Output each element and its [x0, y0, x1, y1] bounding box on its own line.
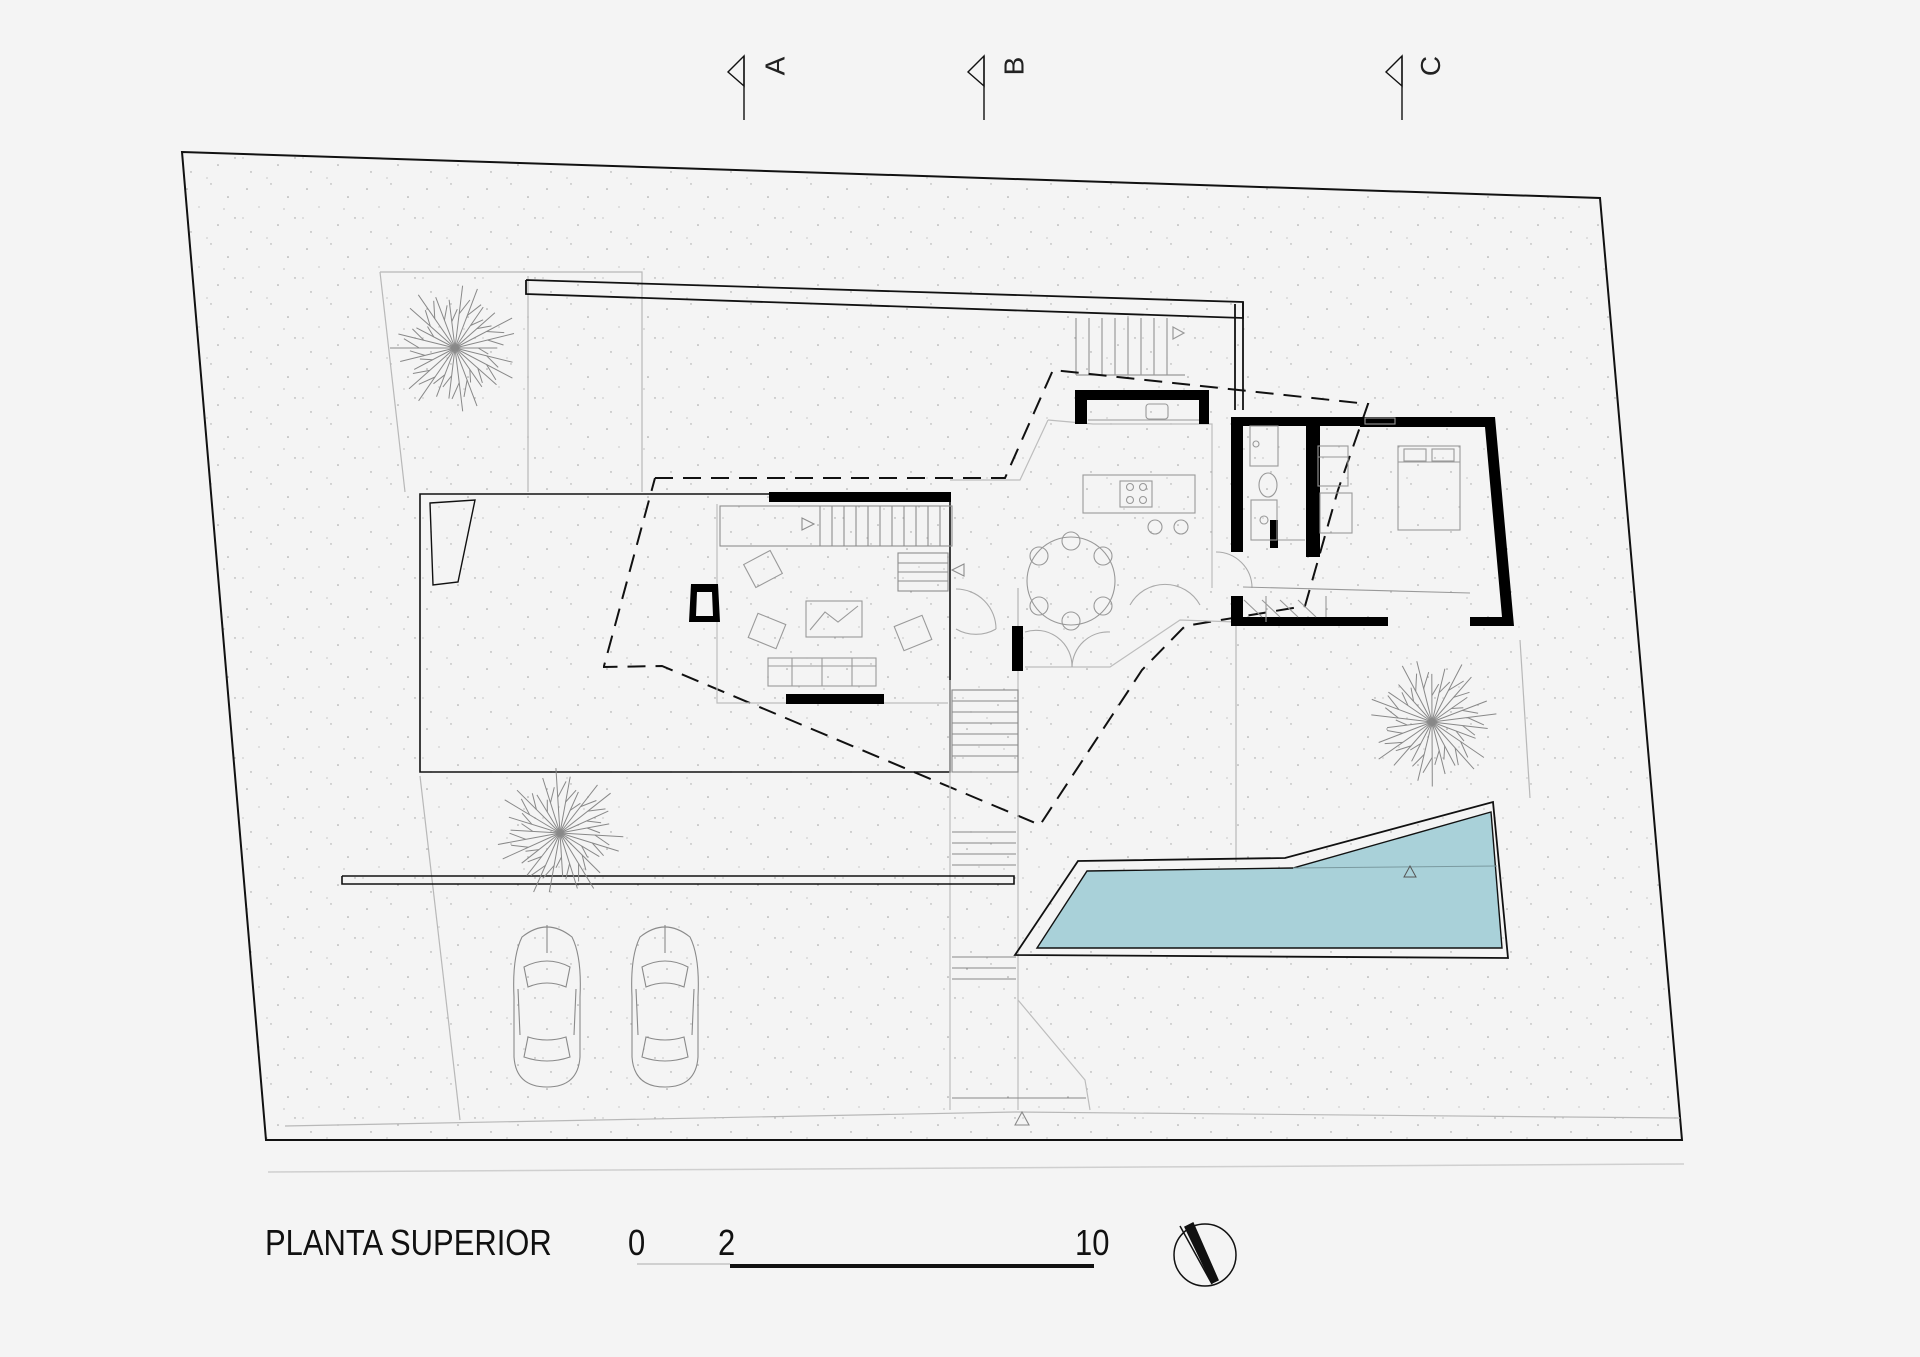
dining-set: [1026, 531, 1116, 631]
kitchen: [1082, 403, 1200, 535]
exterior-stair-top: [1075, 318, 1186, 376]
roof-outline-dashed: [603, 368, 1370, 827]
site-boundary: [180, 150, 1684, 1141]
pool-level-marker: [1403, 864, 1417, 878]
site-lines: [284, 271, 1681, 1127]
living-furniture: [742, 549, 933, 687]
tree-icon: [497, 768, 624, 893]
section-label-c: C: [1415, 55, 1447, 77]
cars: [513, 925, 699, 1088]
scale-label-0: 0: [628, 1222, 646, 1263]
north-wall: [525, 279, 1244, 410]
trees: [390, 285, 1497, 893]
fireplace: [689, 584, 720, 622]
ground-line: [267, 1163, 1685, 1173]
scale-bar: [637, 1263, 1094, 1268]
car-icon: [631, 925, 699, 1088]
outdoor-stairs: [951, 689, 1086, 1126]
car-icon: [513, 925, 581, 1088]
scale-label-2: 2: [718, 1222, 736, 1263]
door-swings: [955, 551, 1253, 668]
section-markers: [726, 54, 1403, 120]
north-arrow-icon: [1173, 1221, 1237, 1287]
section-label-b: B: [998, 56, 1030, 76]
tree-icon: [1371, 661, 1497, 787]
bold-walls: [769, 390, 1514, 704]
tree-icon: [390, 285, 515, 412]
interior-stair: [719, 505, 965, 592]
driveway-wall: [341, 875, 1015, 885]
scale-label-10: 10: [1075, 1222, 1110, 1263]
skylight: [429, 499, 476, 586]
drawing-title: PLANTA SUPERIOR: [265, 1222, 552, 1263]
bedroom-fixtures: [1242, 417, 1471, 622]
section-label-a: A: [759, 56, 791, 76]
pool-coping: [1013, 800, 1509, 959]
pool-water: [1035, 811, 1503, 949]
pool-line: [1292, 865, 1498, 869]
